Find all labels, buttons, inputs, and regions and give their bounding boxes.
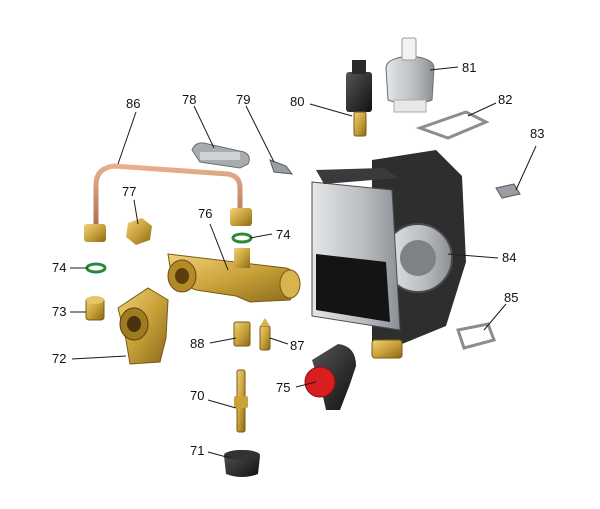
pin-70 [234,369,248,433]
clip-78 [191,142,250,169]
elbow-75 [304,344,356,410]
label-75: 75 [276,380,290,395]
fitting-73 [85,296,105,321]
label-74-left: 74 [52,260,66,275]
air-vent-81 [385,37,435,113]
label-88: 88 [190,336,204,351]
nut-77 [126,218,152,245]
clip-83 [495,183,521,199]
label-74-top: 74 [276,227,290,242]
label-77: 77 [122,184,136,199]
oring-74-left [85,262,107,274]
clip-85 [456,322,496,350]
pump-84 [311,150,466,359]
label-71: 71 [190,443,204,458]
clip-79 [269,159,294,175]
cap-71 [224,450,260,477]
label-86: 86 [126,96,140,111]
sensor-80 [346,60,372,137]
label-76: 76 [198,206,212,221]
label-78: 78 [182,92,196,107]
leader-lines [70,66,537,459]
label-84: 84 [502,250,516,265]
oring-74-top [231,232,253,244]
label-81: 81 [462,60,476,75]
manifold-76 [167,248,301,303]
label-83: 83 [530,126,544,141]
clip-82 [415,110,490,140]
fitting-88 [233,321,251,347]
label-72: 72 [52,351,66,366]
label-73: 73 [52,304,66,319]
label-85: 85 [504,290,518,305]
copper-pipe-86 [84,163,252,242]
label-70: 70 [190,388,204,403]
label-87: 87 [290,338,304,353]
label-80: 80 [290,94,304,109]
part-number-labels: 86 77 78 79 80 81 82 83 84 85 76 74 74 7… [52,60,544,458]
elbow-72 [117,287,169,365]
label-82: 82 [498,92,512,107]
valve-87 [259,318,271,351]
label-79: 79 [236,92,250,107]
